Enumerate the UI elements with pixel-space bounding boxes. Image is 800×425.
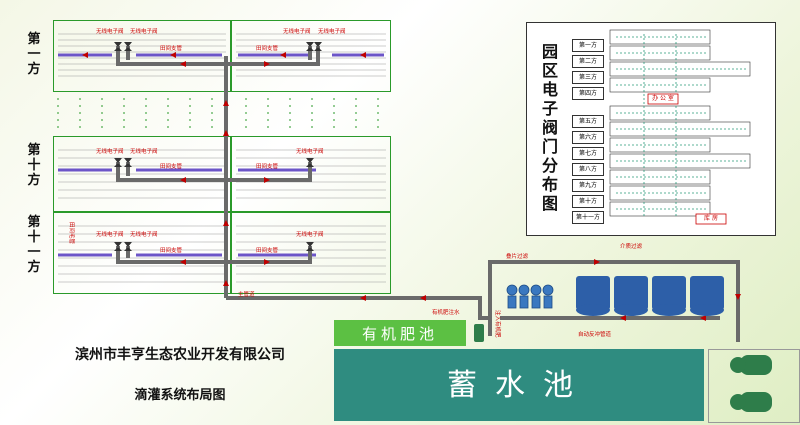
stacked-filter-label: 叠片过滤: [506, 252, 529, 260]
legend-zone-7: 第七方: [572, 147, 604, 160]
valve-label: 无线电子阀: [96, 230, 124, 238]
zone-label-tenth: 第 十 方: [27, 143, 41, 188]
valve-label: 无线电子阀: [96, 147, 124, 155]
valve-label: 无线电子阀: [96, 27, 124, 35]
valve-label: 无线电子阀: [318, 27, 346, 35]
legend-zone-5: 第五方: [572, 115, 604, 128]
plot-eleventh-right: [231, 212, 391, 294]
plot-tenth-right: [231, 136, 391, 212]
valve-label: 无线电子阀: [296, 147, 324, 155]
zone-label-first: 第 一 方: [27, 32, 41, 77]
branch-pipe-label: 田间支管: [256, 246, 279, 254]
valve-label: 无线电子阀: [130, 147, 158, 155]
branch-pipe-label: 田间支管: [256, 44, 279, 52]
legend-zone-2: 第二方: [572, 55, 604, 68]
water-tank: [334, 349, 704, 421]
fertilizer-pool: [334, 320, 466, 346]
valve-distribution-title: 园 区 电 子 阀 门 分 布 图: [541, 42, 558, 213]
media-filter-label: 介质过滤: [620, 242, 643, 250]
main-pipe-label: 主管道: [238, 290, 255, 298]
branch-pipe-label: 田间支管: [256, 162, 279, 170]
backwash-label: 自动反冲管道: [578, 330, 612, 338]
field-hair-pipe-label: 田间毛管: [68, 222, 76, 245]
branch-pipe-label: 田间支管: [160, 162, 183, 170]
valve-label: 无线电子阀: [130, 27, 158, 35]
plot-tenth-left: [53, 136, 231, 212]
legend-zone-9: 第九方: [572, 179, 604, 192]
branch-pipe-label: 田间支管: [160, 246, 183, 254]
valve-distribution-grid: [609, 29, 751, 225]
branch-pipe-label: 田间支管: [160, 44, 183, 52]
legend-zone-1: 第一方: [572, 39, 604, 52]
plot-first-right: [231, 20, 391, 92]
office-label: 办 公 室: [652, 95, 674, 102]
legend-zone-6: 第六方: [572, 131, 604, 144]
fertilizer-pool-label: 有机肥池: [361, 325, 438, 343]
water-tank-label: 蓄水池: [447, 368, 591, 403]
diagram-subtitle: 滴灌系统布局图: [134, 388, 226, 403]
warehouse-label: 库 房: [704, 215, 718, 222]
legend-zone-10: 第十方: [572, 195, 604, 208]
valve-label: 无线电子阀: [296, 230, 324, 238]
valve-label: 无线电子阀: [283, 27, 311, 35]
pump-station: [708, 349, 800, 423]
legend-zone-3: 第三方: [572, 71, 604, 84]
plot-eleventh-left: [53, 212, 231, 294]
legend-zone-8: 第八方: [572, 163, 604, 176]
fert-return-label: 注入有机肥: [494, 310, 502, 338]
plot-first-left: [53, 20, 231, 92]
valve-label: 无线电子阀: [130, 230, 158, 238]
company-name: 滨州市丰亨生态农业开发有限公司: [75, 347, 285, 363]
legend-zone-11: 第十一方: [572, 211, 604, 224]
legend-zone-4: 第四方: [572, 87, 604, 100]
fert-injection-label: 有机肥注水: [432, 308, 460, 316]
zone-label-eleventh: 第 十 一 方: [27, 215, 41, 275]
